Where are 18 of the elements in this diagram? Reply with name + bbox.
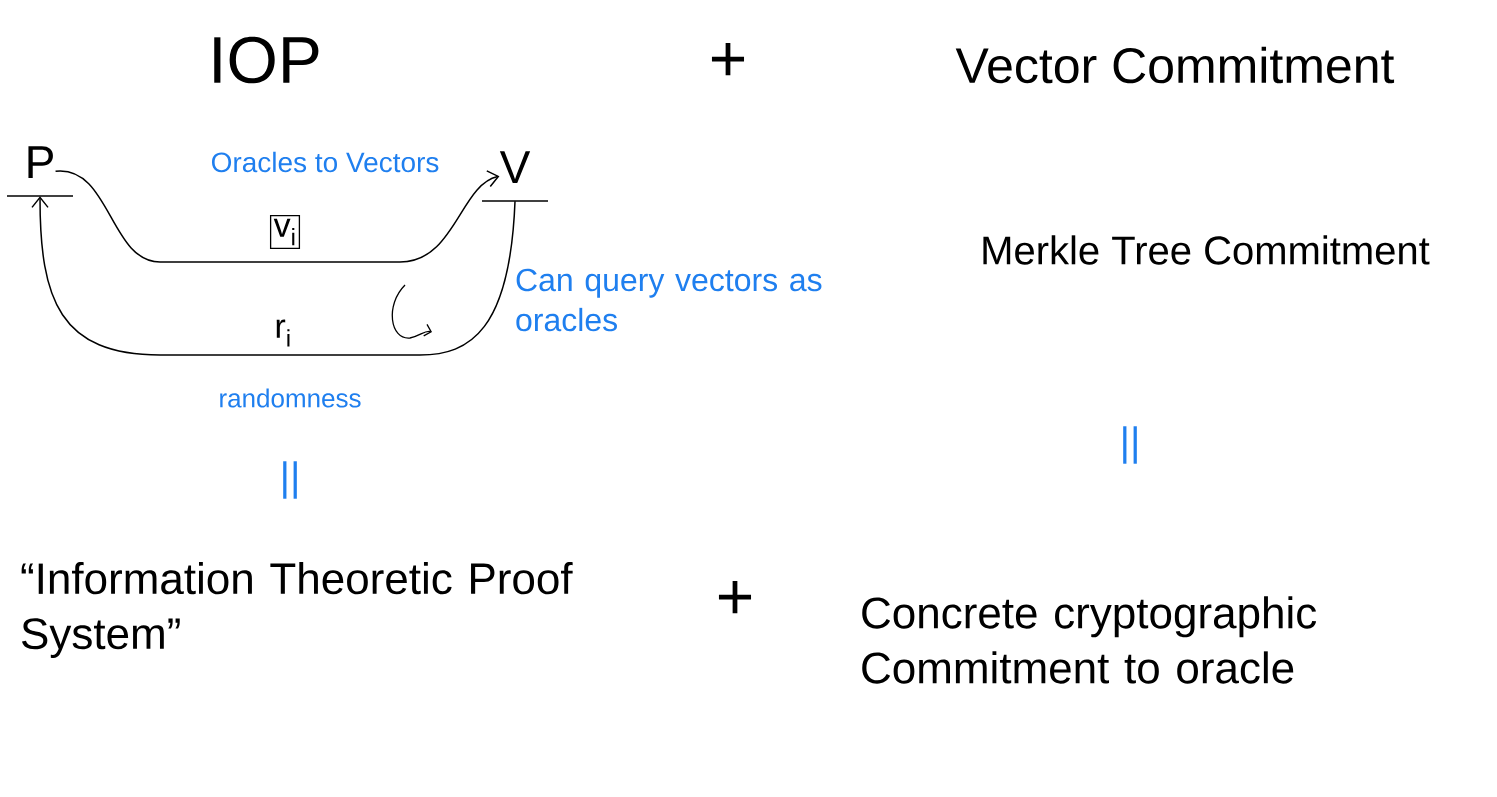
underlined-letter: V — [481, 151, 549, 202]
heading: Vector Commitment — [955, 46, 1395, 84]
heading: IOP — [214, 36, 319, 84]
note: Oracles to Vectors — [211, 151, 439, 173]
arrow — [31, 196, 516, 356]
edge-label: v$_{i}$ — [269, 215, 301, 249]
arrow — [54, 170, 500, 263]
note: randomness — [220, 388, 361, 408]
underlined-letter: P — [6, 146, 74, 197]
note: Can query vectors as oracles — [516, 268, 822, 332]
plus-sign: + — [711, 42, 744, 76]
equals-mark: || — [1123, 426, 1137, 464]
plus-sign: + — [718, 580, 751, 614]
heading: Concrete cryptographic Commitment to oracle — [862, 596, 1317, 684]
equals-mark: || — [283, 461, 297, 499]
heading: “Information Theoretic Proof System” — [21, 562, 573, 658]
heading: Merkle Tree Commitment — [983, 235, 1430, 265]
edge-label: r$_{i}$ — [276, 319, 290, 347]
